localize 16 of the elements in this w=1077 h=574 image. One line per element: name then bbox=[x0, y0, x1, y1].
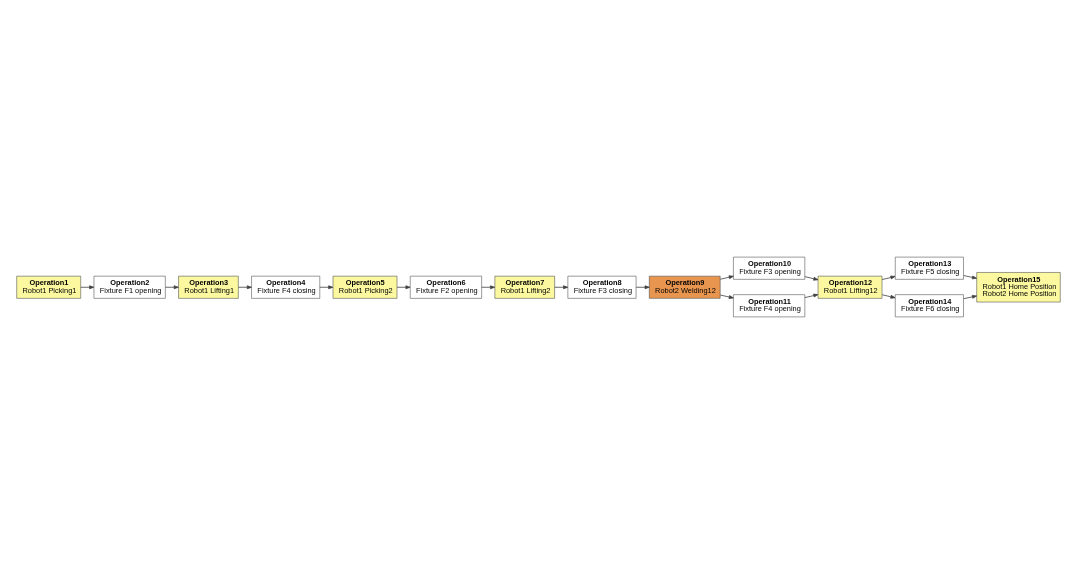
arrow bbox=[319, 285, 334, 290]
arrow bbox=[881, 275, 896, 280]
arrow bbox=[80, 285, 95, 290]
arrow bbox=[554, 285, 569, 290]
arrow bbox=[719, 275, 734, 280]
arrow bbox=[804, 293, 819, 298]
arrow bbox=[881, 294, 896, 299]
arrow bbox=[238, 285, 252, 290]
arrow bbox=[719, 294, 734, 299]
arrow bbox=[804, 276, 819, 281]
arrow bbox=[396, 285, 411, 290]
arrow bbox=[481, 285, 496, 290]
arrow bbox=[635, 285, 650, 290]
arrow bbox=[963, 275, 977, 280]
arrow bbox=[963, 295, 977, 300]
arrow bbox=[165, 285, 179, 290]
